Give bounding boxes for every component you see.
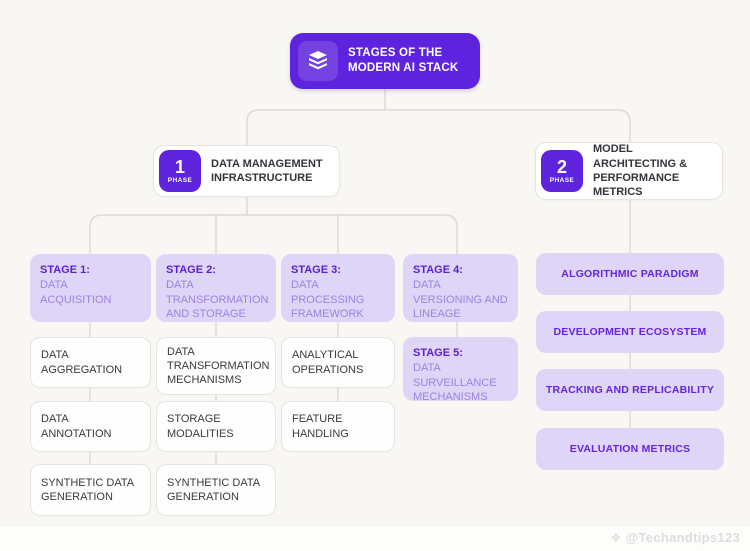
phase-1-badge-label: PHASE [167,177,193,184]
node-algorithmic-paradigm: ALGORITHMIC PARADIGM [536,253,724,295]
watermark-text: @Techandtips123 [625,530,740,545]
leaf-label: SYNTHETIC DATA GENERATION [41,476,134,503]
stage-2-name: DATA TRANSFORMATION AND STORAGE [166,279,269,320]
stage-1-label: STAGE 1: [40,264,90,276]
leaf-label: DATA ANNOTATION [41,413,112,440]
leaf-label: DATA TRANSFORMATION MECHANISMS [167,345,270,387]
leaf-label: ANALYTICAL OPERATIONS [292,349,364,376]
leaf-label: DATA AGGREGATION [41,349,123,376]
footer-strip [0,527,750,551]
stage-3-label: STAGE 3: [291,264,341,276]
stage-2-node: STAGE 2: DATA TRANSFORMATION AND STORAGE [156,254,276,322]
stage-5-label: STAGE 5: [413,347,463,359]
leaf-label: SYNTHETIC DATA GENERATION [167,476,260,503]
node-data-aggregation: DATA AGGREGATION [30,337,151,388]
phase-1-title: DATA MANAGEMENT INFRASTRUCTURE [211,157,323,184]
stage-1-name: DATA ACQUISITION [40,279,112,306]
leaf-label: STORAGE MODALITIES [167,413,234,440]
stage-5-node: STAGE 5: DATA SURVEILLANCE MECHANISMS [403,337,518,403]
phase-2-badge: 2 PHASE [541,150,583,192]
phase-2-number: 2 [556,157,567,177]
node-analytical-operations: ANALYTICAL OPERATIONS [281,337,395,388]
stage-1-node: STAGE 1: DATA ACQUISITION [30,254,151,322]
root-title-line2: MODERN AI STACK [348,62,459,74]
stage-4-name: DATA VERSIONING AND LINEAGE [413,279,508,320]
metric-label: ALGORITHMIC PARADIGM [561,268,699,280]
node-data-transformation-mechanisms: DATA TRANSFORMATION MECHANISMS [156,337,276,395]
watermark: ❖ @Techandtips123 [610,530,740,545]
root-node: STAGES OF THE MODERN AI STACK [290,33,480,89]
phase-1-badge: 1 PHASE [159,150,201,192]
phase-2-node: 2 PHASE MODEL ARCHITECTING & PERFORMANCE… [535,142,723,200]
stage-3-name: DATA PROCESSING FRAMEWORK [291,279,365,320]
phase-1-number: 1 [174,157,185,177]
root-title: STAGES OF THE MODERN AI STACK [348,46,458,76]
node-tracking-and-replicability: TRACKING AND REPLICABILITY [536,369,724,411]
phase-2-badge-label: PHASE [549,177,575,184]
node-evaluation-metrics: EVALUATION METRICS [536,428,724,470]
metric-label: DEVELOPMENT ECOSYSTEM [553,326,707,338]
stage-2-label: STAGE 2: [166,264,216,276]
phase-1-node: 1 PHASE DATA MANAGEMENT INFRASTRUCTURE [153,145,340,197]
metric-label: EVALUATION METRICS [569,443,691,455]
stage-4-node: STAGE 4: DATA VERSIONING AND LINEAGE [403,254,518,322]
root-title-line1: STAGES OF THE [348,46,443,59]
stage-3-node: STAGE 3: DATA PROCESSING FRAMEWORK [281,254,395,322]
phase-2-title: MODEL ARCHITECTING & PERFORMANCE METRICS [593,143,688,199]
node-feature-handling: FEATURE HANDLING [281,401,395,452]
node-storage-modalities: STORAGE MODALITIES [156,401,276,452]
node-synthetic-data-generation-1: SYNTHETIC DATA GENERATION [30,464,151,516]
diamond-icon: ❖ [610,530,622,545]
node-data-annotation: DATA ANNOTATION [30,401,151,452]
stage-4-label: STAGE 4: [413,264,463,276]
node-development-ecosystem: DEVELOPMENT ECOSYSTEM [536,311,724,353]
layers-stack-icon [298,41,338,81]
leaf-label: FEATURE HANDLING [292,413,349,440]
stage-5-name: DATA SURVEILLANCE MECHANISMS [413,362,497,403]
node-synthetic-data-generation-2: SYNTHETIC DATA GENERATION [156,464,276,516]
metric-label: TRACKING AND REPLICABILITY [545,384,715,396]
